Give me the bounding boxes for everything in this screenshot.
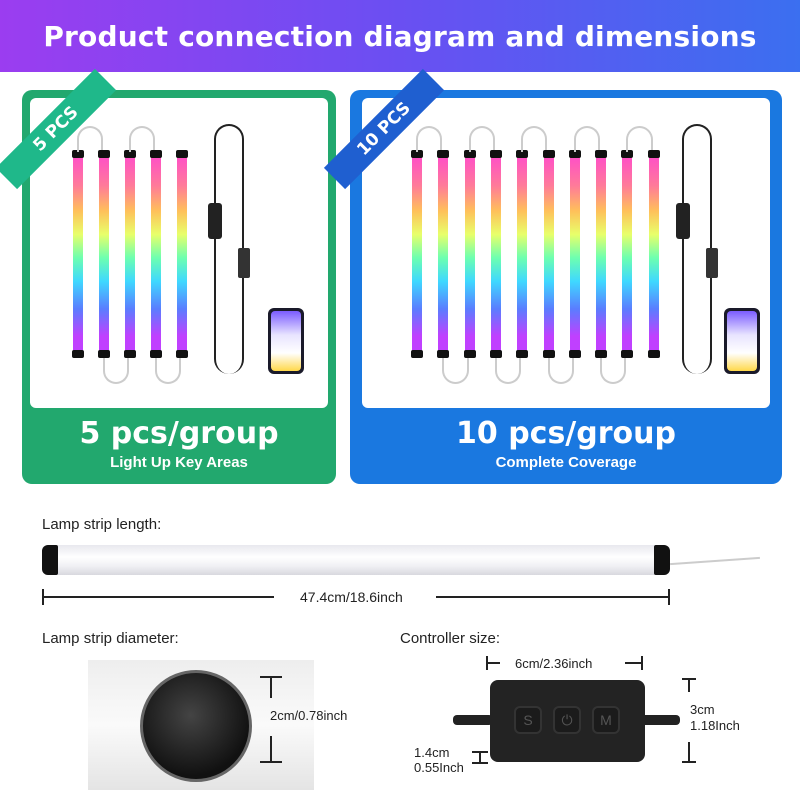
card-5pcs: 5 PCS 5 pcs/group Light Up Key Areas bbox=[0, 68, 336, 484]
light-tube bbox=[595, 150, 608, 358]
controller-cable-left bbox=[453, 715, 493, 725]
light-tube bbox=[124, 150, 136, 358]
light-tube bbox=[568, 150, 581, 358]
controller-depth-cm: 1.4cm bbox=[414, 745, 450, 760]
header-banner: Product connection diagram and dimension… bbox=[0, 0, 800, 72]
connector-cable bbox=[494, 358, 522, 384]
light-tube bbox=[516, 150, 529, 358]
phone-app-icon bbox=[268, 308, 304, 374]
product-image-10pcs bbox=[362, 98, 770, 408]
lamp-strip-image bbox=[42, 545, 670, 575]
product-image-5pcs bbox=[30, 98, 328, 408]
light-tube bbox=[489, 150, 502, 358]
controller-box: S ⏻ M bbox=[490, 680, 645, 762]
connector-cable bbox=[77, 126, 103, 152]
light-tube bbox=[437, 150, 450, 358]
light-tube bbox=[176, 150, 188, 358]
light-tube bbox=[411, 150, 423, 358]
connector-cable bbox=[103, 358, 129, 384]
light-tube bbox=[621, 150, 634, 358]
usb-plug-icon bbox=[706, 248, 718, 278]
light-tube bbox=[98, 150, 110, 358]
card-title: 10 pcs/group bbox=[456, 416, 676, 451]
connector-cable bbox=[600, 358, 627, 384]
connector-cable bbox=[573, 126, 601, 152]
connector-cable bbox=[416, 126, 443, 152]
light-tube bbox=[542, 150, 555, 358]
length-label: Lamp strip length: bbox=[42, 516, 162, 533]
connector-cable bbox=[129, 126, 155, 152]
light-tube bbox=[72, 150, 84, 358]
controller-width: 6cm/2.36inch bbox=[515, 656, 593, 671]
lamp-end-image bbox=[88, 660, 314, 790]
connector-cable bbox=[626, 126, 653, 152]
connector-cable bbox=[521, 126, 548, 152]
mode-button: M bbox=[592, 706, 620, 734]
connector-cable bbox=[155, 358, 181, 384]
card-subtitle: Light Up Key Areas bbox=[110, 454, 248, 471]
usb-plug-icon bbox=[238, 248, 250, 278]
diameter-label: Lamp strip diameter: bbox=[42, 630, 179, 647]
controller-depth-in: 0.55Inch bbox=[414, 760, 464, 775]
light-tube bbox=[150, 150, 162, 358]
connector-cable bbox=[442, 358, 469, 384]
phone-app-icon bbox=[724, 308, 760, 374]
controller-icon bbox=[208, 203, 222, 239]
card-title: 5 pcs/group bbox=[79, 416, 279, 451]
controller-height-cm: 3cm bbox=[690, 702, 715, 717]
lamp-cable bbox=[670, 556, 760, 566]
light-tube bbox=[463, 150, 476, 358]
connector-cable bbox=[468, 126, 495, 152]
light-tube bbox=[647, 150, 660, 358]
diameter-value: 2cm/0.78inch bbox=[270, 708, 348, 723]
length-value: 47.4cm/18.6inch bbox=[300, 589, 403, 605]
controller-label: Controller size: bbox=[400, 630, 501, 647]
card-subtitle: Complete Coverage bbox=[495, 454, 637, 471]
controller-height-in: 1.18Inch bbox=[690, 718, 740, 733]
connector-cable bbox=[547, 358, 574, 384]
card-10pcs: 10 PCS 10 pcs/group Complete Coverage bbox=[323, 68, 782, 484]
speed-button: S bbox=[514, 706, 542, 734]
controller-icon bbox=[676, 203, 690, 239]
power-button: ⏻ bbox=[553, 706, 581, 734]
controller-cable-right bbox=[640, 715, 680, 725]
page-title: Product connection diagram and dimension… bbox=[43, 19, 757, 53]
